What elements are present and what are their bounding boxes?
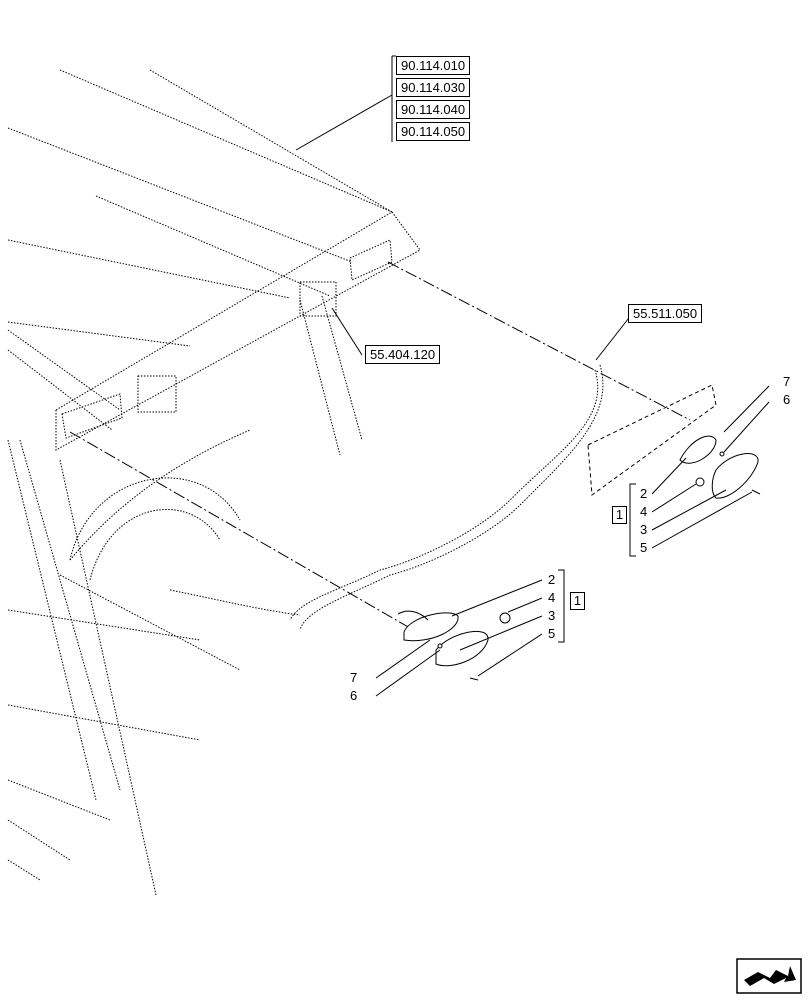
roof-lamp-left xyxy=(137,375,177,413)
callout-brackets xyxy=(391,55,636,643)
item-number-box: 1 xyxy=(612,506,627,524)
leader-lines xyxy=(295,94,770,697)
reference-link[interactable]: 90.114.030 xyxy=(396,78,471,97)
harness-reference-link[interactable]: 55.511.050 xyxy=(628,304,703,323)
callout-number: 2 xyxy=(548,572,556,587)
reference-stack: 90.114.010 90.114.030 90.114.040 90.114.… xyxy=(396,56,471,144)
roof-lamp-plug xyxy=(299,281,337,317)
roof-lamp-right xyxy=(349,239,393,281)
callout-number: 4 xyxy=(640,504,648,519)
cab-roof-outline xyxy=(7,69,421,896)
reference-link[interactable]: 90.114.050 xyxy=(396,122,471,141)
reference-link[interactable]: 90.114.040 xyxy=(396,100,471,119)
plug-reference-link[interactable]: 55.404.120 xyxy=(365,345,441,364)
callout-number: 5 xyxy=(548,626,556,641)
item-number-box: 1 xyxy=(570,592,585,610)
next-page-button[interactable] xyxy=(736,958,802,994)
callout-number: 5 xyxy=(640,540,648,555)
callout-number: 3 xyxy=(548,608,556,623)
reference-link[interactable]: 90.114.010 xyxy=(396,56,471,75)
wiring-harness xyxy=(69,364,604,631)
roof-light-bar-left xyxy=(61,393,123,439)
callout-number: 2 xyxy=(640,486,648,501)
callout-number: 6 xyxy=(783,392,791,407)
callout-number: 4 xyxy=(548,590,556,605)
callout-number: 7 xyxy=(350,670,358,685)
callout-number: 3 xyxy=(640,522,648,537)
fender-outline xyxy=(59,477,241,671)
callout-number: 6 xyxy=(350,688,358,703)
lamp-assembly-right xyxy=(679,435,761,499)
projection-lines xyxy=(69,261,691,629)
callout-number: 7 xyxy=(783,374,791,389)
lamp-assembly-left xyxy=(397,610,511,681)
next-page-arrow-icon xyxy=(736,958,802,994)
detail-frame xyxy=(587,384,717,496)
